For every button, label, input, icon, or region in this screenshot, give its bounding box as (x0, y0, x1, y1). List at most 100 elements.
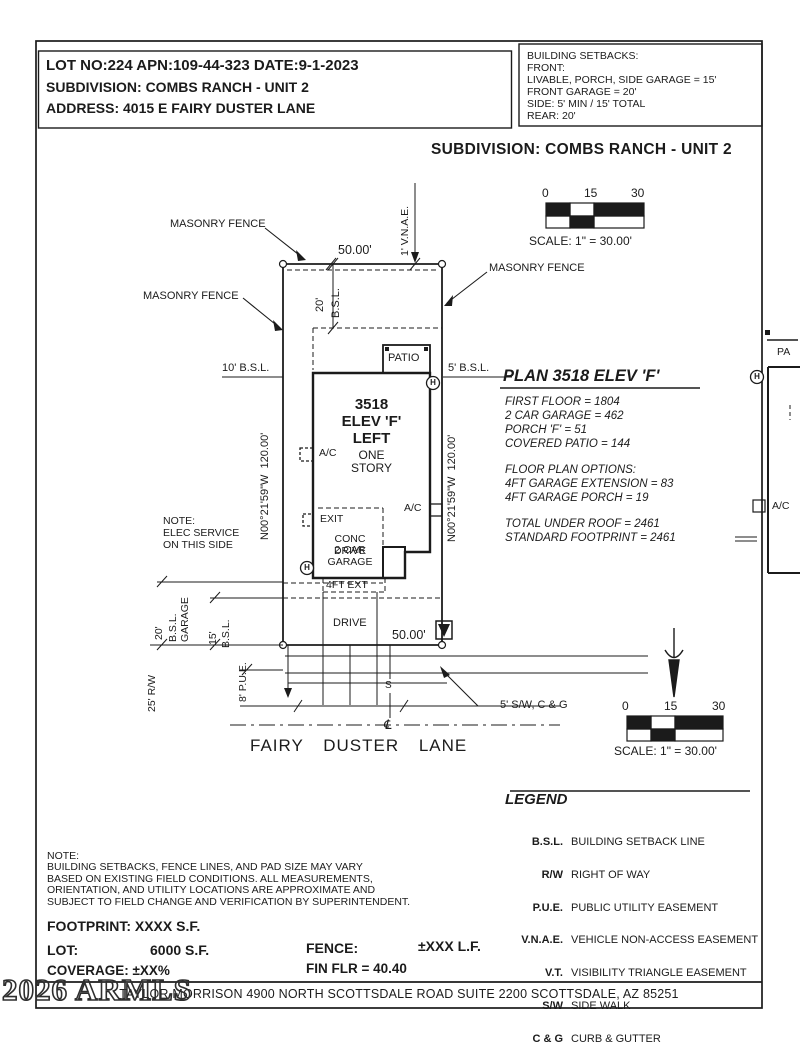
plan-total-2: STANDARD FOOTPRINT = 2461 (505, 532, 676, 544)
subdivision-line: SUBDIVISION: COMBS RANCH - UNIT 2 (46, 79, 309, 95)
garage-setback-value: 20' (153, 626, 165, 640)
hose-bibb-letter: H (304, 563, 310, 572)
hose-bibb-letter: H (430, 378, 436, 387)
underlines (500, 387, 750, 792)
exit-door-icon (302, 513, 314, 527)
legend-title: LEGEND (505, 791, 568, 809)
hose-bibb-letter: H (754, 372, 760, 381)
front-setback-abbr: B.S.L. (220, 619, 232, 648)
elec-service-note: NOTE: ELEC SERVICE ON THIS SIDE (163, 515, 240, 552)
plan-options-title: FLOOR PLAN OPTIONS: (505, 464, 636, 476)
setbacks-line-2: FRONT: (527, 62, 565, 74)
fence-label: FENCE: (306, 940, 359, 956)
house-stories-2: STORY (351, 461, 392, 475)
patio-label: PATIO (388, 352, 420, 364)
setbacks-line-1: BUILDING SETBACKS: (527, 50, 639, 62)
subdivision-header: SUBDIVISION: COMBS RANCH - UNIT 2 (431, 141, 732, 158)
conc-drive-label: CONC DRIVE (333, 533, 367, 558)
hose-bibb-icon (749, 369, 765, 385)
setbacks-line-5: SIDE: 5' MIN / 15' TOTAL (527, 98, 646, 110)
scale-bottom-tick-15: 15 (664, 699, 678, 713)
legend-item: B.S.L.BUILDING SETBACK LINE (531, 836, 705, 849)
right-of-way-dimension: 25' R/W (146, 674, 158, 712)
scale-top-tick-30: 30 (631, 186, 645, 200)
scale-top-label: SCALE: 1" = 30.00' (529, 234, 632, 248)
scale-top-tick-0: 0 (542, 186, 549, 200)
leader-lines (242, 227, 496, 707)
legend-item: V.T.VISIBILITY TRIANGLE EASEMENT (545, 967, 747, 980)
footprint-value: FOOTPRINT: XXXX S.F. (47, 918, 201, 934)
fence-value: ±XXX L.F. (418, 938, 481, 954)
plan-info-area-1: FIRST FLOOR = 1804 (505, 396, 620, 408)
legend-item: P.U.E.PUBLIC UTILITY EASEMENT (532, 901, 719, 914)
plan-total-1: TOTAL UNDER ROOF = 2461 (505, 518, 660, 530)
drive-label: DRIVE (333, 617, 367, 629)
setbacks-line-6: REAR: 20' (527, 110, 576, 122)
plan-option-2: 4FT GARAGE PORCH = 19 (505, 492, 649, 504)
lot-bearing-right: N00°21'59"W 120.00' (446, 434, 458, 542)
plan-info-area-2: 2 CAR GARAGE = 462 (505, 410, 624, 422)
scale-bar-top (545, 202, 645, 229)
pue-dimension: 8' P.U.E. (237, 662, 249, 702)
hose-bibb-icon (299, 560, 315, 576)
right-side-setback-label: 5' B.S.L. (448, 362, 490, 374)
exit-label: EXIT (320, 513, 344, 525)
finished-floor-value: FIN FLR = 40.40 (306, 961, 407, 976)
scale-bottom-label: SCALE: 1" = 30.00' (614, 744, 717, 758)
lot-size-label: LOT: (47, 942, 79, 958)
armls-watermark: 2026 ARMLS (1, 971, 192, 1008)
builder-address-footer: TAYLOR MORRISON 4900 NORTH SCOTTSDALE RO… (119, 987, 679, 1001)
house-elevation: ELEV 'F' (341, 413, 402, 430)
adjacent-patio-label: PA (777, 346, 791, 358)
house-stories-1: ONE (358, 448, 385, 462)
garage-label: 2 CAR GARAGE (327, 544, 373, 569)
left-side-setback-label: 10' B.S.L. (222, 362, 270, 374)
scale-bottom-tick-30: 30 (712, 699, 726, 713)
ac-label: A/C (319, 447, 337, 459)
garage-setback-abbr: B.S.L. GARAGE (167, 597, 192, 642)
electrical-transformer-icon (435, 620, 453, 640)
centerline-icon: ℄ (383, 717, 392, 732)
lot-width-dimension: 50.00' (392, 628, 426, 642)
house-outline (311, 344, 432, 580)
lot-width-dimension: 50.00' (338, 243, 372, 257)
plan-option-1: 4FT GARAGE EXTENSION = 83 (505, 478, 674, 490)
ac-unit-icon (429, 503, 443, 517)
plan-info-title: PLAN 3518 ELEV 'F' (503, 367, 660, 385)
ac-label: A/C (404, 502, 422, 514)
house-plan-number: 3518 (354, 396, 389, 413)
general-notes: NOTE: BUILDING SETBACKS, FENCE LINES, AN… (47, 850, 411, 908)
north-arrow-icon (664, 628, 684, 698)
hose-bibb-icon (425, 375, 441, 391)
garage-extension-label: 4FT EXT (326, 579, 368, 591)
ac-unit-icon (752, 499, 766, 513)
vnae-label: 1' V.N.A.E. (399, 205, 411, 256)
plan-symbols (299, 375, 453, 640)
rear-setback-abbr: B.S.L. (330, 288, 342, 318)
coverage-value: COVERAGE: ±XX% (47, 963, 170, 978)
lot-apn-date-line: LOT NO:224 APN:109-44-323 DATE:9-1-2023 (46, 57, 359, 74)
sidewalk-curb-label: 5' S/W, C & G (500, 699, 568, 711)
rear-setback-value: 20' (314, 297, 326, 312)
ac-label: A/C (772, 500, 790, 512)
sewer-marker: S (385, 680, 392, 691)
lot-bearing-left: N00°21'59"W 120.00' (259, 432, 271, 540)
front-setback-value: 15' (207, 631, 219, 645)
setbacks-line-4: FRONT GARAGE = 20' (527, 86, 637, 98)
street-name: FAIRY DUSTER LANE (250, 736, 468, 755)
plan-info-area-4: COVERED PATIO = 144 (505, 438, 631, 450)
masonry-fence-label: MASONRY FENCE (143, 290, 239, 302)
scale-bar-bottom (626, 715, 724, 742)
setbacks-line-3: LIVABLE, PORCH, SIDE GARAGE = 15' (527, 74, 717, 86)
legend-item: V.N.A.E.VEHICLE NON-ACCESS EASEMENT (521, 934, 759, 947)
masonry-fence-label: MASONRY FENCE (489, 262, 585, 274)
scale-bottom-tick-0: 0 (622, 699, 629, 713)
address-line: ADDRESS: 4015 E FAIRY DUSTER LANE (46, 100, 316, 116)
sheet-border (35, 40, 763, 1009)
adjacent-lot (735, 330, 800, 574)
